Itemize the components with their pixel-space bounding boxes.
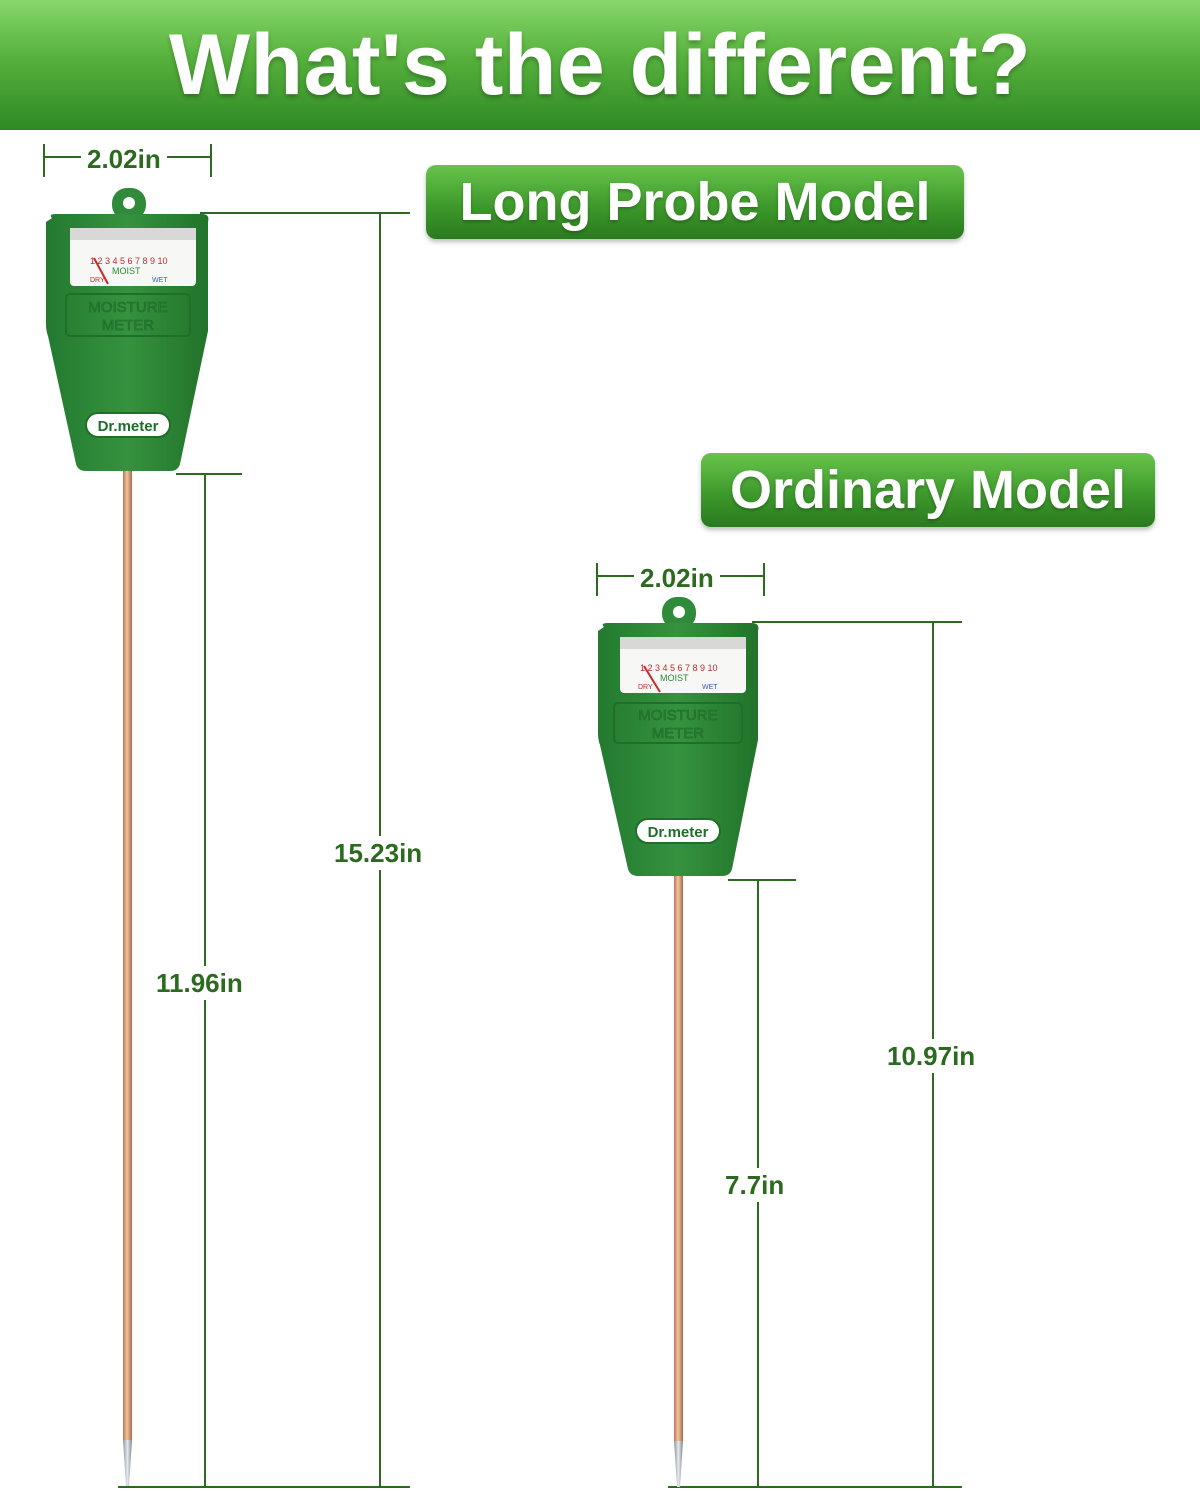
long-probe-model-label: Long Probe Model bbox=[426, 165, 964, 239]
gauge-dry-label: DRY bbox=[638, 684, 653, 691]
long-total-height-label: 15.23in bbox=[328, 836, 429, 870]
gauge-scale-numbers: 1 2 3 4 5 6 7 8 9 10 bbox=[90, 256, 168, 266]
gauge-needle bbox=[93, 257, 109, 285]
ordinary-meter: 1 2 3 4 5 6 7 8 9 10 MOIST DRY WET MOIST… bbox=[598, 597, 759, 1487]
gauge-scale-numbers: 1 2 3 4 5 6 7 8 9 10 bbox=[640, 663, 718, 673]
gauge-wet-label: WET bbox=[152, 277, 168, 284]
gauge-moist-label: MOIST bbox=[660, 673, 689, 683]
long-probe-meter: 1 2 3 4 5 6 7 8 9 10 MOIST DRY WET MOIST… bbox=[46, 188, 209, 1486]
title-banner bbox=[0, 0, 1200, 130]
gauge-dry-label: DRY bbox=[90, 277, 105, 284]
ordinary-total-height-label: 10.97in bbox=[881, 1039, 982, 1073]
long-width-label: 2.02in bbox=[81, 142, 167, 176]
gauge-wet-label: WET bbox=[702, 684, 718, 691]
brand-logo: Dr.meter bbox=[648, 824, 709, 841]
long-probe-length-label: 11.96in bbox=[150, 966, 249, 1000]
moisture-panel-line2: METER bbox=[102, 317, 155, 334]
page-title: What's the different? bbox=[168, 16, 1032, 113]
moisture-panel-line1: MOISTURE bbox=[88, 299, 167, 316]
ordinary-model-label: Ordinary Model bbox=[701, 453, 1155, 527]
gauge-moist-label: MOIST bbox=[112, 266, 141, 276]
ordinary-probe-length-label: 7.7in bbox=[719, 1168, 791, 1202]
ordinary-width-label: 2.02in bbox=[634, 561, 720, 595]
brand-logo: Dr.meter bbox=[98, 418, 159, 435]
moisture-panel-line1: MOISTURE bbox=[638, 707, 717, 724]
moisture-panel-line2: METER bbox=[652, 725, 705, 742]
gauge-needle bbox=[643, 665, 661, 693]
